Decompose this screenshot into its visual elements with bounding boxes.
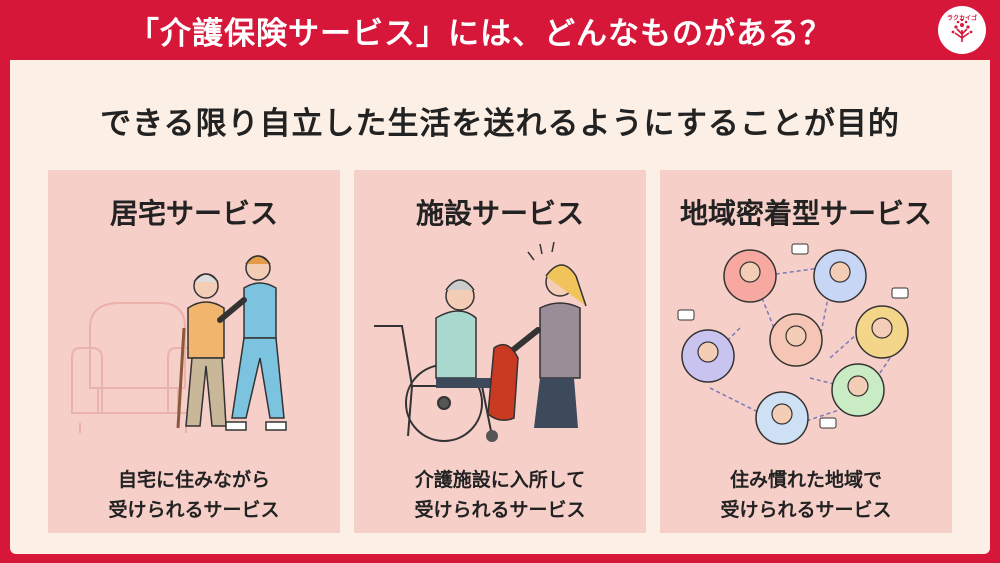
facility-care-illustration (374, 241, 587, 442)
desc-line-2: 受けられるサービス (414, 499, 586, 521)
desc-line-2: 受けられるサービス (108, 499, 280, 521)
header-title: 「介護保険サービス」には、どんなものがある？ (128, 15, 832, 52)
desc-line-1: 自宅に住みながら (117, 469, 270, 491)
card-title: 施設サービス (415, 197, 584, 230)
brand-logo: ラクカイゴ (938, 6, 986, 54)
desc-line-1: 住み慣れた地域で (729, 469, 882, 491)
header-bar: 「介護保険サービス」には、どんなものがある？ ラクカイゴ (0, 0, 1000, 60)
card-title: 地域密着型サービス (679, 197, 932, 230)
card-community-service: 地域密着型サービス (660, 170, 952, 533)
card-home-service: 居宅サービス (48, 170, 340, 533)
card-title: 居宅サービス (109, 197, 278, 230)
card-description: 介護施設に入所して 受けられるサービス (354, 465, 646, 525)
card-description: 住み慣れた地域で 受けられるサービス (660, 465, 952, 525)
community-network-illustration (677, 243, 909, 445)
desc-line-1: 介護施設に入所して (414, 469, 586, 491)
logo-text: ラクカイゴ (946, 15, 977, 22)
card-description: 自宅に住みながら 受けられるサービス (48, 465, 340, 525)
desc-line-2: 受けられるサービス (720, 499, 892, 521)
home-care-illustration (71, 255, 287, 433)
card-facility-service: 施設サービス (354, 170, 646, 533)
subtitle: できる限り自立した生活を送れるようにすることが目的 (100, 106, 900, 142)
tree-logo-icon (951, 18, 973, 42)
content-panel: できる限り自立した生活を送れるようにすることが目的 居宅サービス (10, 60, 990, 554)
